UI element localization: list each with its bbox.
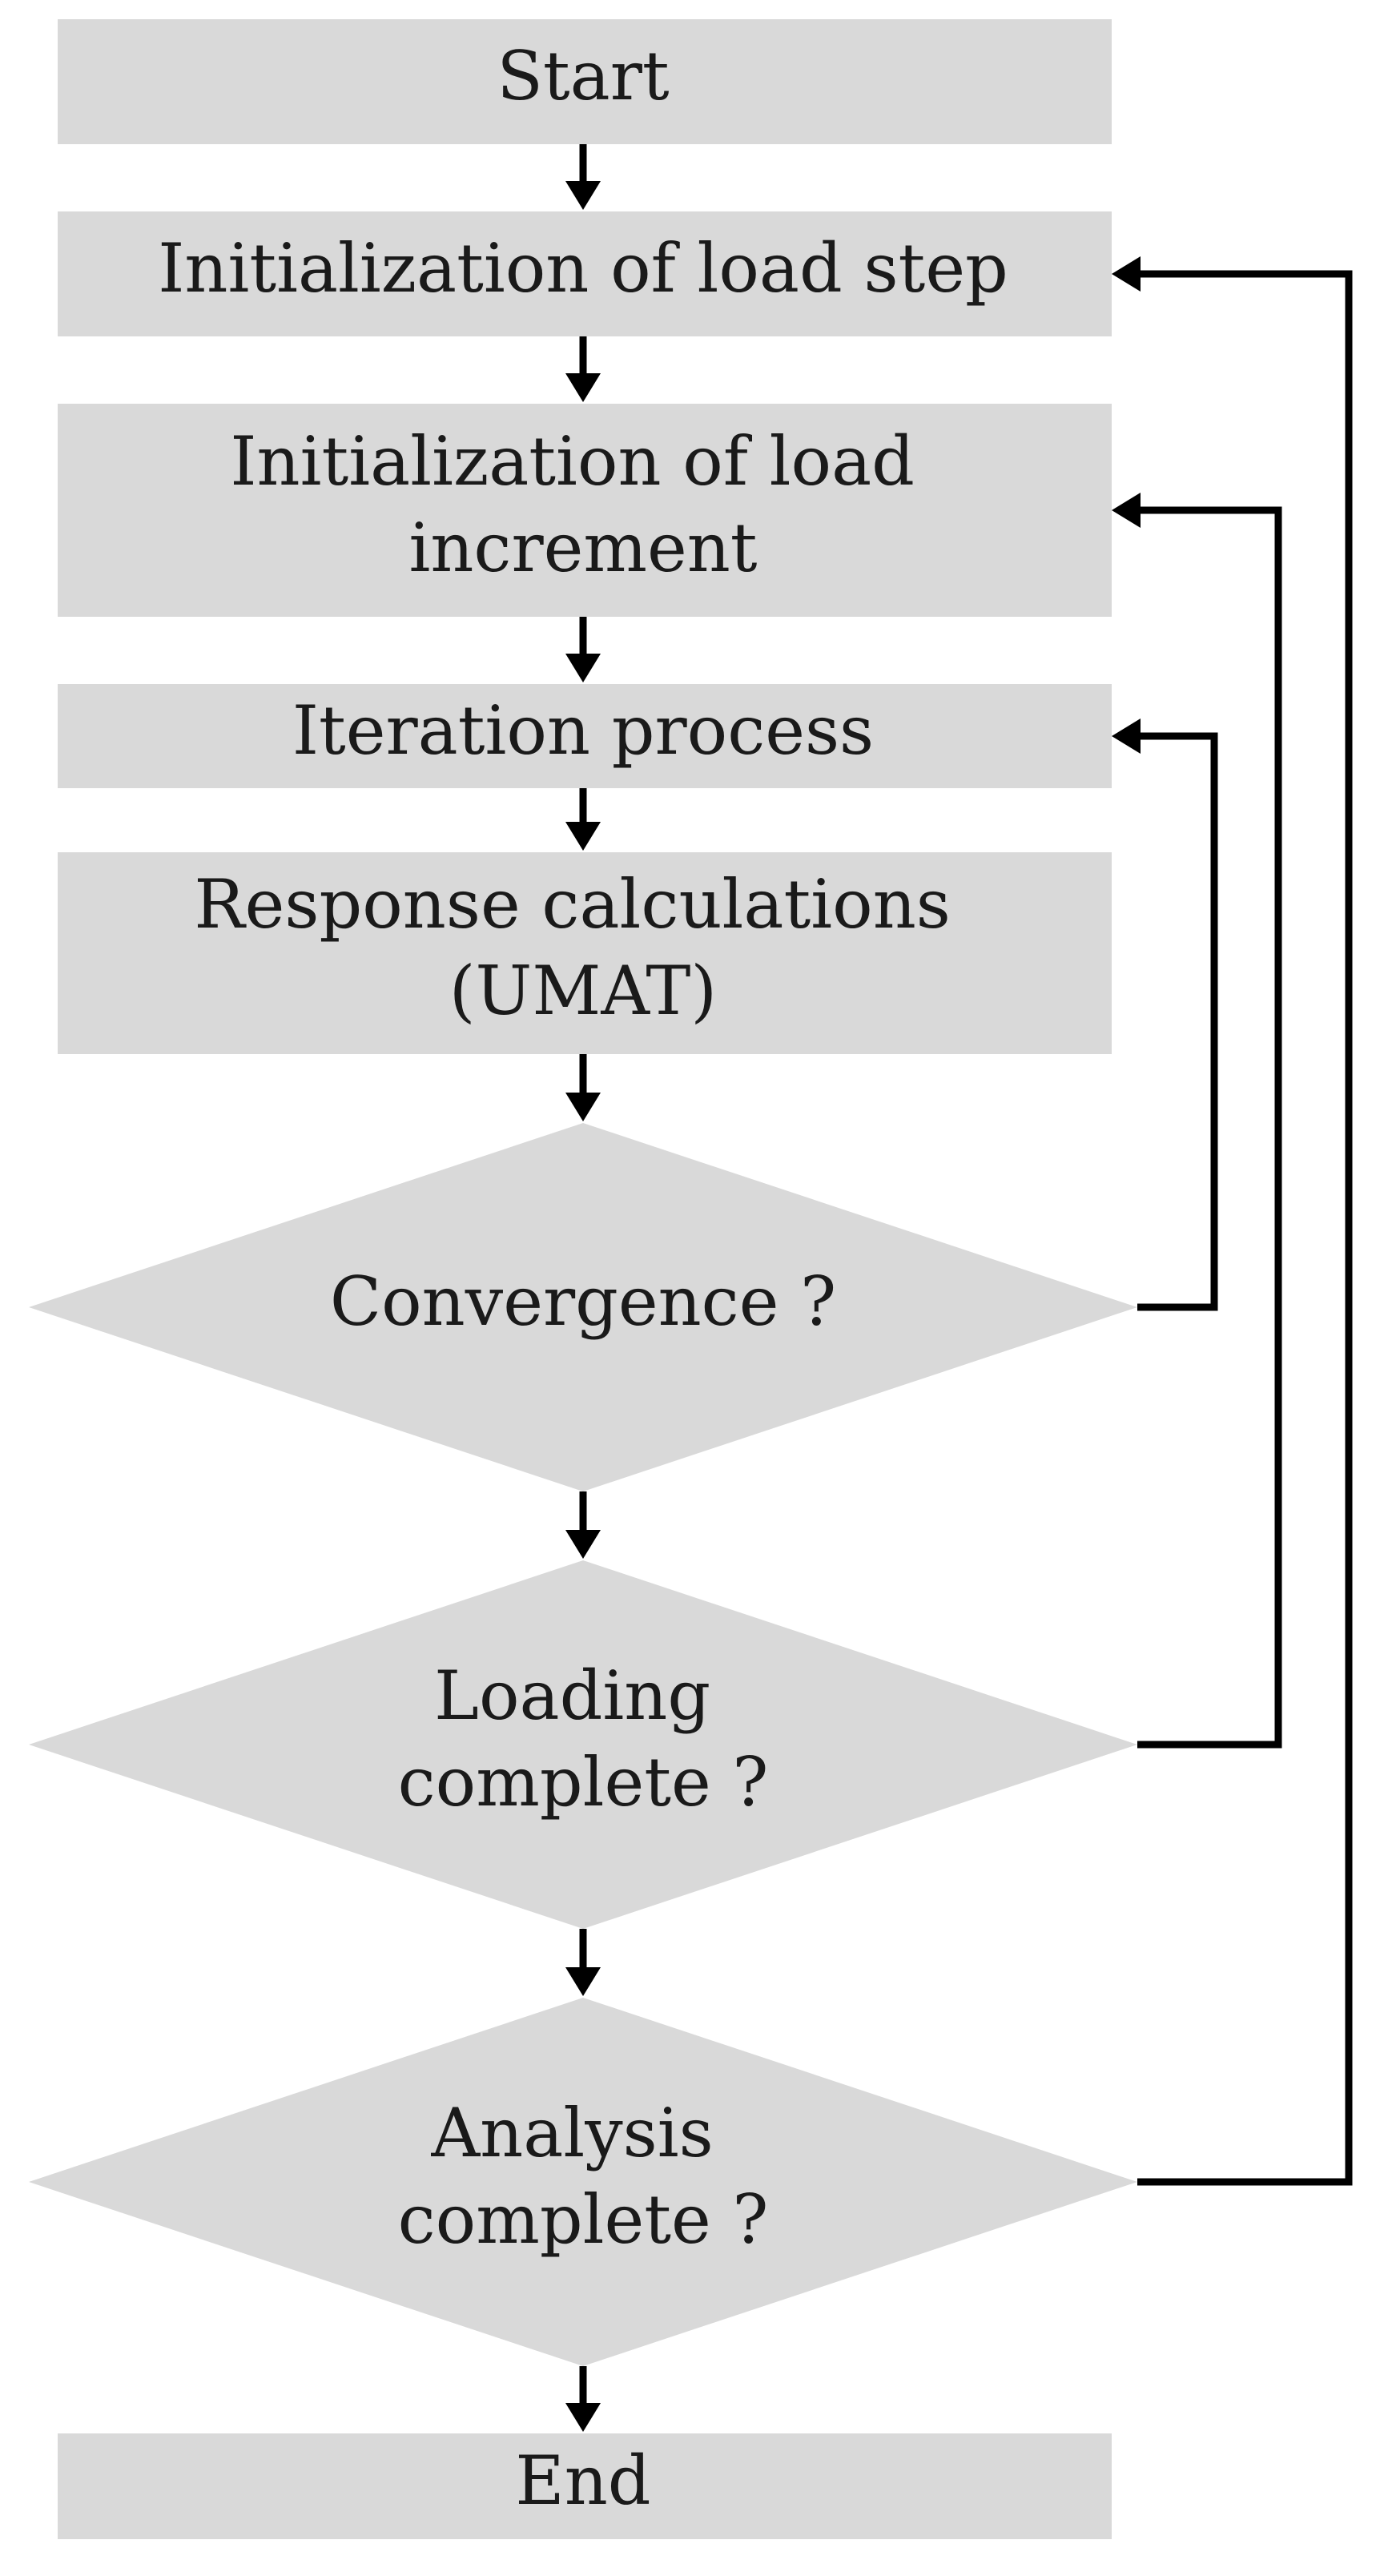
init-load-step-label: Initialization of load step — [158, 229, 1008, 308]
start-label: Start — [497, 37, 670, 115]
analysis-complete-label-line-2: complete ? — [398, 2180, 769, 2259]
init-load-increment-label-line-1: Initialization of load — [230, 422, 915, 501]
init-load-step-label-line-1: Initialization of load step — [158, 229, 1008, 308]
arrowhead-start-to-step — [565, 181, 601, 210]
iteration-process-box — [58, 684, 1112, 788]
feedback-loops — [1112, 256, 1353, 2186]
convergence-label: Convergence ? — [330, 1262, 836, 1341]
end-label: End — [515, 2441, 650, 2520]
start-label-line-1: Start — [497, 37, 670, 115]
arrowhead-loop-step — [1112, 256, 1141, 292]
arrowhead-step-to-increment — [565, 373, 601, 402]
start-box — [58, 19, 1112, 144]
init-load-step-box — [58, 211, 1112, 336]
analysis-complete-label-line-1: Analysis — [431, 2094, 714, 2172]
end-box — [58, 2433, 1112, 2539]
loop-analysis-to-step — [1137, 270, 1353, 2186]
arrowhead-convergence-to-loading — [565, 1530, 601, 1559]
arrowhead-iteration-to-response — [565, 822, 601, 851]
init-load-increment-label: Initialization of load increment — [230, 422, 935, 587]
end-label-line-1: End — [515, 2441, 650, 2520]
response-calculations-label: Response calculations (UMAT) — [194, 865, 972, 1030]
arrowhead-loop-increment — [1112, 493, 1141, 528]
iteration-process-label: Iteration process — [292, 691, 874, 770]
iteration-process-label-line-1: Iteration process — [292, 691, 874, 770]
arrowhead-response-to-convergence — [565, 1093, 601, 1121]
loading-complete-label-line-2: complete ? — [398, 1743, 769, 1821]
response-calculations-label-line-2: (UMAT) — [449, 952, 717, 1030]
loop-loading-to-increment — [1137, 506, 1282, 1749]
init-load-increment-label-line-2: increment — [408, 509, 757, 587]
loop-convergence-to-iteration — [1137, 732, 1218, 1311]
flow-arrows — [565, 144, 601, 2432]
loading-complete-label: Loading complete ? — [398, 1656, 769, 1821]
convergence-label-line-1: Convergence ? — [330, 1262, 836, 1341]
analysis-complete-diamond — [29, 1998, 1137, 2366]
loading-complete-label-line-1: Loading — [434, 1656, 710, 1735]
arrowhead-loading-to-analysis — [565, 1967, 601, 1996]
arrowhead-loop-iteration — [1112, 718, 1141, 754]
init-load-increment-box — [58, 404, 1112, 617]
response-calculations-label-line-1: Response calculations — [194, 865, 951, 944]
analysis-complete-label: Analysis complete ? — [398, 2094, 769, 2259]
convergence-diamond — [29, 1123, 1137, 1491]
loading-complete-diamond — [29, 1560, 1137, 1929]
response-calculations-box — [58, 852, 1112, 1054]
arrowhead-increment-to-iteration — [565, 654, 601, 682]
arrowhead-analysis-to-end — [565, 2403, 601, 2432]
